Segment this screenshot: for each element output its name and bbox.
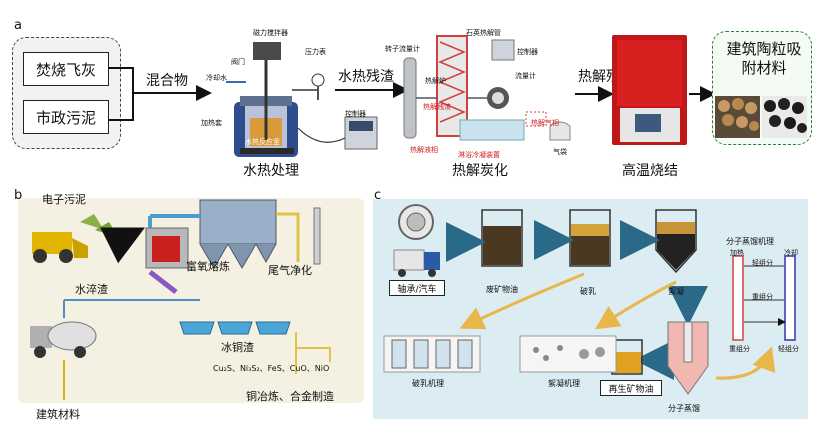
label-demulsify: 破乳: [580, 287, 596, 296]
label-ice-bath: 淋浴冷凝装置: [458, 151, 500, 159]
label-heating-jacket: 加热套: [201, 119, 222, 127]
label-flowmeter: 流量计: [515, 72, 536, 80]
label-pyro-controller: 控制器: [517, 48, 538, 56]
label-mol-distill: 分子蒸馏: [668, 404, 700, 413]
label-mol-mechanism: 分子蒸馏机理: [726, 237, 774, 246]
label-gas-bag: 气袋: [553, 148, 567, 156]
label-e-sludge: 电子污泥: [42, 193, 86, 206]
label-pyro-residue: 热解残渣: [423, 103, 451, 111]
label-flocculate: 絮凝: [668, 287, 684, 296]
input-sludge: 市政污泥: [23, 100, 109, 134]
label-demulsify-mechanism: 破乳机理: [412, 379, 444, 388]
panel-c-letter: c: [374, 188, 382, 203]
label-light-bottom: 轻组分: [778, 345, 799, 353]
label-smelting: 铜冶炼、合金制造: [246, 390, 334, 403]
label-pyro-gas: 热解气相: [531, 119, 559, 127]
input-fly-ash: 焚烧飞灰: [23, 52, 109, 86]
label-cooling-water: 冷却水: [206, 74, 227, 82]
label-floc-mechanism: 絮凝机理: [548, 379, 580, 388]
label-ice-copper: 冰铜渣: [221, 341, 254, 354]
label-furnace: 热解炉: [425, 77, 446, 85]
label-water-slag: 水淬渣: [75, 283, 108, 296]
panel-b-letter: b: [14, 188, 23, 203]
panel-a-letter: a: [14, 18, 22, 33]
label-heavy-mid: 重组分: [752, 293, 773, 301]
arrow-label-hydro-residue: 水热残渣: [338, 69, 394, 85]
stage-pyrolysis: 热解炭化: [452, 163, 508, 179]
label-heavy-bottom: 重组分: [729, 345, 750, 353]
product-label: 建筑陶粒吸附材料: [726, 40, 802, 77]
label-cooling: 冷却: [784, 249, 798, 257]
label-reactor: 水热反应釜: [245, 138, 280, 146]
label-hydro-controller: 控制器: [345, 110, 366, 118]
label-light-top: 轻组分: [752, 259, 773, 267]
label-gauge: 压力表: [305, 48, 326, 56]
label-regen-oil: 再生矿物油: [600, 380, 662, 396]
label-quartz-tube: 石英热解管: [466, 29, 501, 37]
stage-hydrothermal: 水热处理: [243, 163, 299, 179]
stage-sintering: 高温烧结: [622, 163, 678, 179]
label-stirrer: 磁力搅拌器: [253, 29, 288, 37]
label-pyro-liquid: 热解液相: [410, 146, 438, 154]
label-source: 轴承/汽车: [389, 280, 445, 296]
arrow-label-mixture: 混合物: [146, 73, 188, 89]
label-oxygen-smelting: 富氧熔炼: [186, 260, 230, 273]
label-compounds: Cu₂S、Ni₃S₂、FeS、CuO、NiO: [213, 364, 330, 373]
label-tail-gas: 尾气净化: [268, 264, 312, 277]
label-rotor-flowmeter: 转子流量计: [385, 45, 420, 53]
label-building-materials: 建筑材料: [36, 408, 80, 421]
label-waste-oil: 废矿物油: [486, 285, 518, 294]
label-valve: 阀门: [231, 58, 245, 66]
label-heating: 加热: [730, 249, 744, 257]
